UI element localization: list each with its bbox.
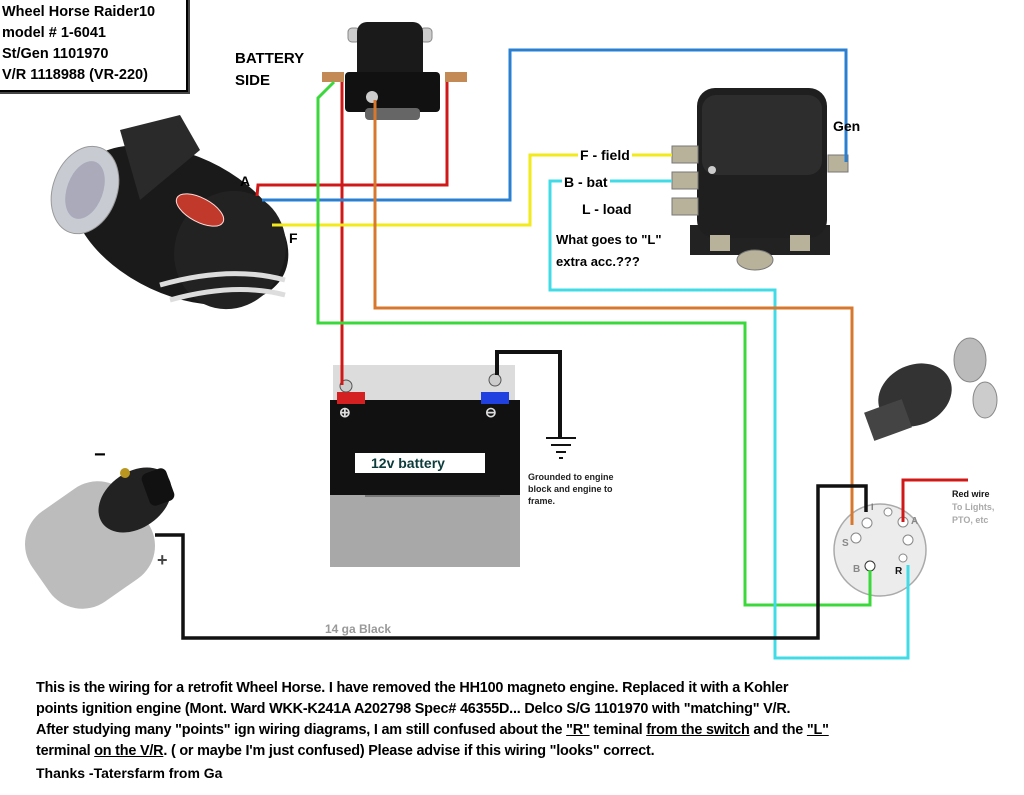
red-wire-label-3: PTO, etc <box>952 515 989 525</box>
ground-note-1: Grounded to engine <box>528 472 614 482</box>
desc-l-underlined: "L" <box>806 722 829 738</box>
wire-red-gen-a <box>255 82 449 197</box>
desc-text: After studying many "points" ign wiring … <box>36 722 567 738</box>
switch-a-label: A <box>911 516 919 527</box>
ignition-coil <box>25 467 175 609</box>
battery-minus-icon: ⊖ <box>485 404 497 420</box>
switch-r-label: R <box>895 566 903 577</box>
vr-field-label: F - field <box>578 147 632 163</box>
wire-red-acc <box>901 478 968 522</box>
info-vr: V/R 1118988 (VR-220) <box>2 67 148 83</box>
switch-b-label: B <box>853 564 861 575</box>
wire-cyan-bat <box>548 179 910 660</box>
vr-load-label: L - load <box>582 201 632 217</box>
wires <box>155 48 968 660</box>
battery-side-label-2: SIDE <box>235 72 271 89</box>
wire-orange <box>373 100 854 525</box>
desc-text: . ( or maybe I'm just confused) Please a… <box>163 743 655 759</box>
vr-bat-label: B - bat <box>562 174 610 190</box>
desc-vr-underlined: on the V/R <box>94 743 164 759</box>
description-line-1: This is the wiring for a retrofit Wheel … <box>36 680 789 696</box>
description-line-3: After studying many "points" ign wiring … <box>36 720 1016 741</box>
info-box: Wheel Horse Raider10 model # 1-6041 St/G… <box>0 0 188 92</box>
battery-side-label-1: BATTERY <box>235 50 305 67</box>
vr-question-1: What goes to "L" <box>556 232 662 247</box>
coil-minus-label: − <box>94 444 106 466</box>
desc-text: and the <box>749 722 807 738</box>
wire-black-coil <box>155 484 868 640</box>
desc-text: terminal <box>36 743 95 759</box>
wire-green <box>316 80 872 607</box>
desc-r-underlined: "R" <box>566 722 590 738</box>
battery-name-label: 12v battery <box>371 455 445 471</box>
wire-14ga-label: 14 ga Black <box>325 622 392 636</box>
ground-symbol <box>546 437 576 459</box>
switch-terminals <box>833 503 927 597</box>
vr-gen-label: Gen <box>833 118 861 134</box>
info-stgen: St/Gen 1101970 <box>2 46 109 62</box>
coil-plus-label: + <box>157 550 168 570</box>
battery <box>330 365 520 567</box>
battery-plus-icon: ⊕ <box>339 404 351 420</box>
gen-f-label: F <box>289 230 298 246</box>
generator <box>50 115 289 310</box>
key-switch <box>864 337 998 441</box>
description-line-4: terminal on the V/R. ( or maybe I'm just… <box>36 741 1016 762</box>
voltage-regulator <box>671 88 849 271</box>
ground-note-2: block and engine to <box>528 484 613 494</box>
info-model: model # 1-6041 <box>2 25 106 41</box>
description: This is the wiring for a retrofit Wheel … <box>36 678 1016 762</box>
vr-question-2: extra acc.??? <box>556 254 640 269</box>
desc-switch-underlined: from the switch <box>646 722 750 738</box>
switch-s-label: S <box>842 538 849 549</box>
desc-text: teminal <box>589 722 647 738</box>
ground-note-3: frame. <box>528 496 556 506</box>
info-title: Wheel Horse Raider10 <box>2 4 156 20</box>
wire-black-ground <box>495 350 562 438</box>
red-wire-label-2: To Lights, <box>952 502 995 512</box>
solenoid <box>322 22 467 120</box>
red-wire-label-1: Red wire <box>952 489 990 499</box>
description-line-2: points ignition engine (Mont. Ward WKK-K… <box>36 701 791 717</box>
switch-i-label: I <box>871 502 874 512</box>
wire-blue-gen <box>262 48 848 202</box>
thanks-signature: Thanks -Tatersfarm from Ga <box>36 765 223 781</box>
gen-a-label: A <box>240 173 251 189</box>
